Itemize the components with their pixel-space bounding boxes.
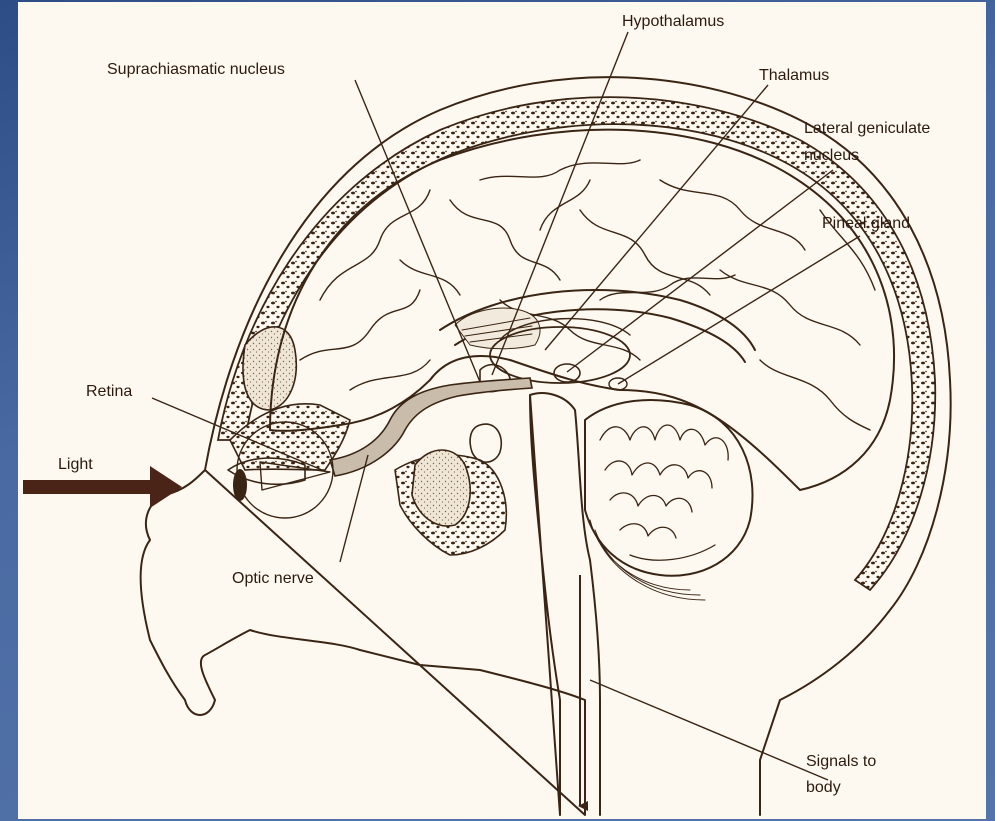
label-lgn-line1: Lateral geniculate [804,120,930,137]
cerebellum-folia [600,425,728,560]
label-optic-nerve: Optic nerve [232,570,314,587]
thalamus-structure [490,327,630,383]
light-arrow [23,466,182,508]
label-hypothalamus: Hypothalamus [622,13,724,30]
label-light: Light [58,456,93,473]
label-signals-line1: Signals to [806,753,876,770]
cerebral-gyri [300,160,875,430]
label-signals-line2: body [806,779,841,796]
brainstem [530,393,600,815]
label-retina: Retina [86,383,132,400]
label-pineal: Pineal gland [822,215,910,232]
pituitary [470,424,501,462]
label-suprachiasmatic: Suprachiasmatic nucleus [107,61,285,78]
frontal-sinus [243,327,296,410]
pointer-pineal [618,236,860,384]
cerebellum [585,400,753,576]
skull-bone [218,97,935,590]
pointer-lgn [567,170,833,372]
pointer-signals [590,680,828,780]
label-lgn-line2: nucleus [804,147,859,164]
label-thalamus: Thalamus [759,67,829,84]
